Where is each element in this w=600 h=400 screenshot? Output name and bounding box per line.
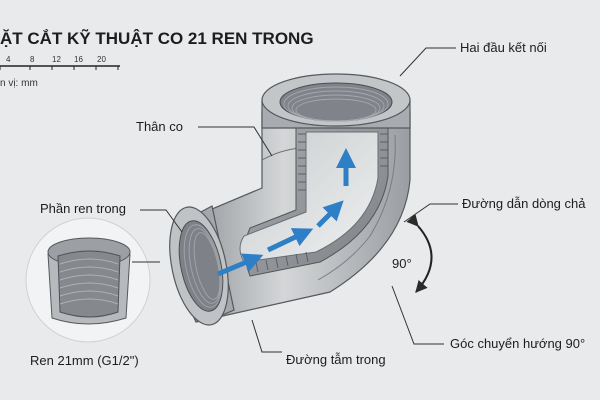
cut-thread-hatch	[255, 133, 388, 273]
scale-bar: 4 8 12 16 20 n vị: mm	[0, 55, 120, 89]
label-body: Thân co	[136, 119, 183, 134]
label-angle-value: 90°	[392, 256, 412, 271]
label-both-ends: Hai đầu kết nối	[460, 40, 547, 55]
scale-tick-label: 8	[30, 55, 35, 64]
diagram-title: ẶT CẮT KỸ THUẬT CO 21 REN TRONG	[0, 28, 314, 48]
top-thread-rings	[283, 86, 389, 122]
angle-arc	[406, 213, 433, 293]
elbow-fitting	[169, 73, 411, 326]
scale-tick-label: 12	[52, 55, 61, 64]
label-inner-bore: Đường tẫm trong	[286, 352, 386, 367]
scale-tick-label: 20	[97, 55, 106, 64]
thread-detail-inset	[25, 217, 151, 343]
label-inner-thread: Phần ren trong	[40, 201, 126, 216]
label-turn-angle: Góc chuyển hướng 90°	[450, 336, 585, 351]
scale-unit-label: n vị: mm	[0, 78, 38, 89]
side-thread-rings	[183, 224, 223, 308]
scale-tick-label: 16	[74, 55, 83, 64]
label-flow-path: Đường dẫn dòng chả	[462, 196, 586, 211]
scale-tick-label: 4	[6, 55, 11, 64]
label-thread-size: Ren 21mm (G1/2")	[30, 353, 139, 368]
leader-lines	[132, 47, 458, 353]
flow-arrows	[217, 148, 356, 277]
